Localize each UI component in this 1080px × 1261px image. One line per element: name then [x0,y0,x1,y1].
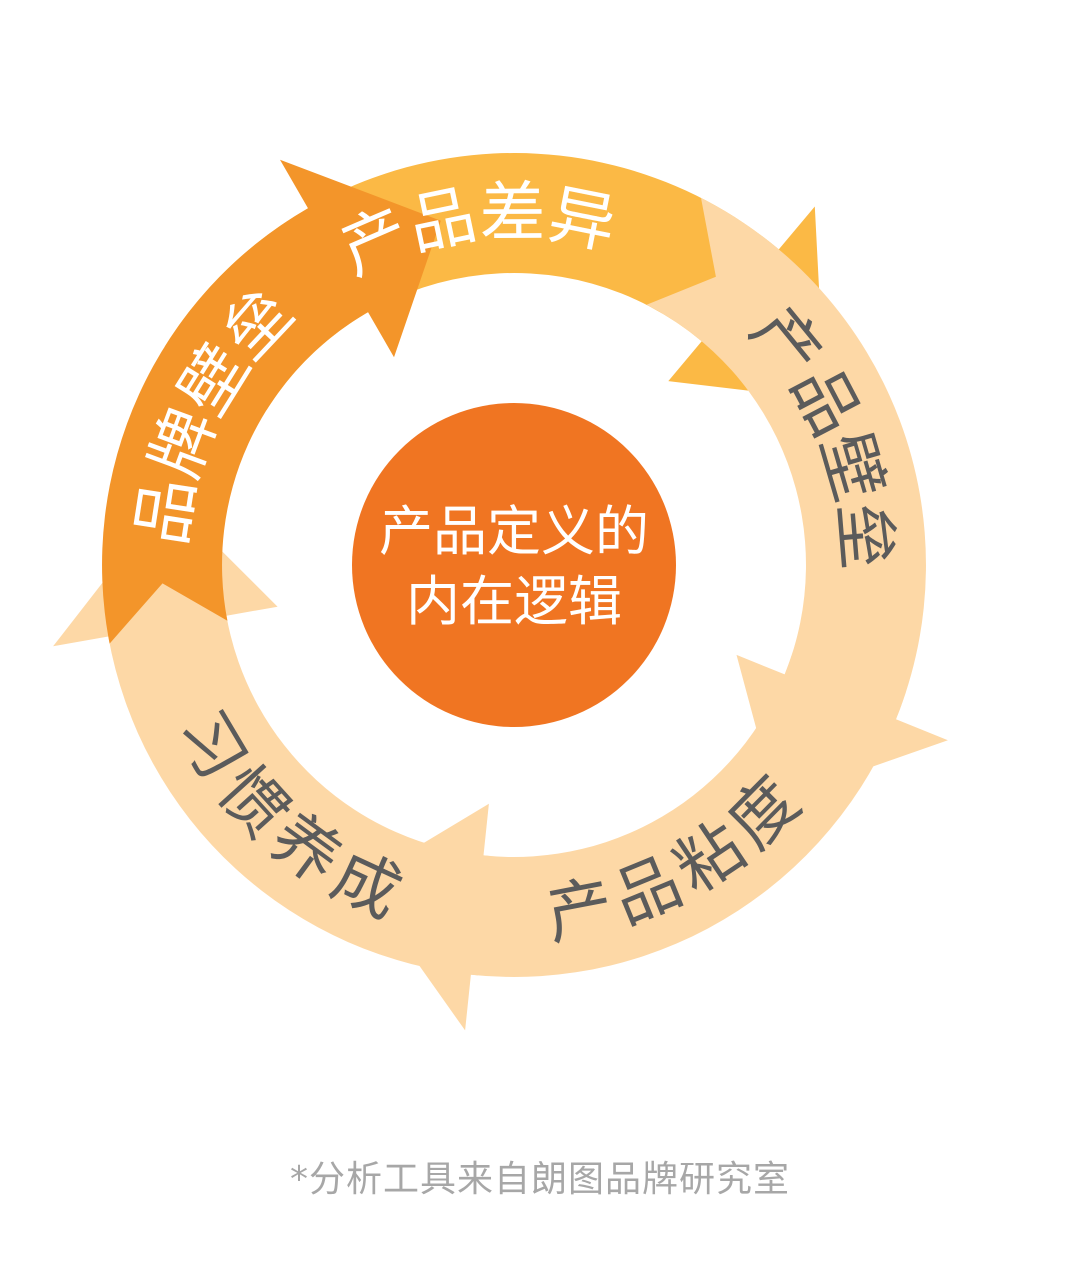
cycle-arrow-1-label-char: 品 [402,176,482,265]
cycle-arrow-5-label-char: 品 [123,473,209,550]
cycle-arrow-5 [102,159,441,644]
source-caption: *分析工具来自朗图品牌研究室 [289,1159,790,1200]
cycle-arrow-4 [53,497,489,976]
cycle-arrow-3-label-char: 产 [540,867,619,955]
cycle-arrow-1-label-char: 差 [479,174,545,251]
cycle-arrow-2-label-char: 垒 [824,500,906,572]
cycle-arrow-1-label-char: 异 [543,176,623,264]
center-circle [352,403,676,727]
center-title-line2: 内在逻辑 [406,570,622,633]
center-title-line1: 产品定义的 [379,500,649,563]
cycle-arrow-2 [646,197,948,801]
cycle-arrow-3 [359,655,906,1031]
